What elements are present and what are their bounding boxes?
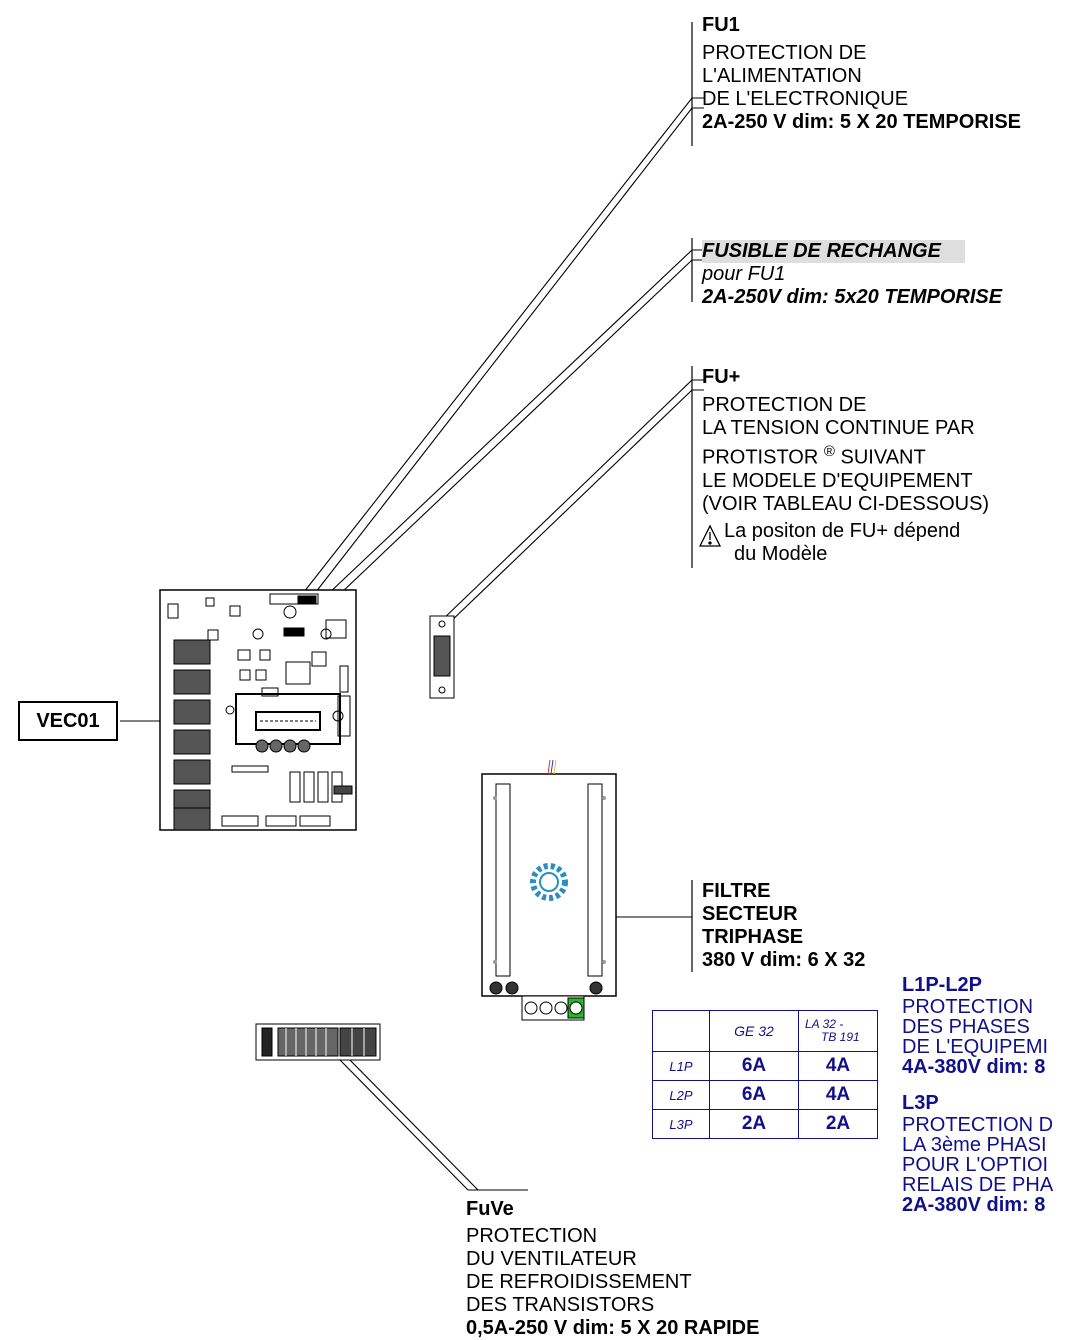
l3-line-2: LA 3ème PHASI [902,1134,1047,1156]
l1l2-title: L1P-L2P [902,974,983,996]
table-row: L1P 6A 4A [652,1051,878,1081]
fuve-line-1: PROTECTION [466,1225,598,1247]
fuplus-title: FU+ [702,366,741,388]
l3-title: L3P [902,1092,939,1114]
table-cell-la32: 2A [798,1109,878,1139]
fu1-line-3: DE L'ELECTRONIQUE [702,88,909,110]
table-row: L2P 6A 4A [652,1080,878,1110]
vec01-board [159,589,357,831]
table-header-la32: LA 32 - TB 191 [798,1010,878,1052]
l1l2-line-3: DE L'EQUIPEMI [902,1036,1049,1058]
spare-fuse-title: FUSIBLE DE RECHANGE [702,240,965,263]
l1l2-line-2: DES PHASES [902,1016,1030,1038]
table-cell-ge32: 6A [709,1080,799,1110]
l3-line-4: RELAIS DE PHA [902,1174,1054,1196]
fuve-callout: FuVe PROTECTION DU VENTILATEUR DE REFROI… [466,1198,759,1340]
fuve-line-3: DE REFROIDISSEMENT [466,1271,692,1293]
filter-line-2: SECTEUR [702,903,798,925]
table-row-label: L1P [652,1051,710,1081]
table-cell-ge32: 6A [709,1051,799,1081]
fu1-title: FU1 [702,14,740,36]
l3-callout: L3P PROTECTION D LA 3ème PHASI POUR L'OP… [902,1092,1065,1212]
fuplus-line-1: PROTECTION DE [702,394,867,416]
fuplus-suivant: SUIVANT [840,446,926,469]
fu1-line-1: PROTECTION DE [702,42,867,64]
fuplus-line-3: PROTISTOR ® SUIVANT [702,440,989,470]
table-row-label: L3P [652,1109,710,1139]
fuplus-holder [429,615,455,699]
table-header-empty [652,1010,710,1052]
spare-fuse-line: pour FU1 [702,263,786,285]
filter-line-1: FILTRE [702,880,771,902]
fuve-title: FuVe [466,1198,514,1220]
table-cell-ge32: 2A [709,1109,799,1139]
fu1-spec: 2A-250 V dim: 5 X 20 TEMPORISE [702,111,1021,133]
warning-triangle-icon [698,524,722,547]
registered-mark: ® [823,443,835,460]
fuve-spec: 0,5A-250 V dim: 5 X 20 RAPIDE [466,1317,760,1339]
l3-line-3: POUR L'OPTIOI [902,1154,1049,1176]
filter-line-3: TRIPHASE [702,926,804,948]
table-header-la32-line1: LA 32 - [805,1017,844,1031]
table-header-ge32: GE 32 [709,1010,799,1052]
vec01-label: VEC01 [18,701,118,741]
terminal-block [255,1023,381,1061]
table-row-label: L2P [652,1080,710,1110]
fuplus-line-4: LE MODELE D'EQUIPEMENT [702,469,973,492]
fuse-rating-table: GE 32 LA 32 - TB 191 L1P 6A 4A L2P 6A 4A… [652,1010,878,1139]
fuplus-line-2: LA TENSION CONTINUE PAR [702,417,975,439]
table-row: L3P 2A 2A [652,1109,878,1139]
fuplus-note-2: du Modèle [734,542,828,565]
filter-callout: FILTRE SECTEUR TRIPHASE 380 V dim: 6 X 3… [702,880,865,972]
table-header-row: GE 32 LA 32 - TB 191 [652,1010,878,1052]
filter-spec: 380 V dim: 6 X 32 [702,949,866,971]
l1l2-spec: 4A-380V dim: 8 [902,1056,1046,1074]
l1l2-callout: L1P-L2P PROTECTION DES PHASES DE L'EQUIP… [902,974,1065,1074]
leader-lines [120,97,704,1191]
fuplus-line-5: (VOIR TABLEAU CI-DESSOUS) [702,492,990,515]
table-cell-la32: 4A [798,1051,878,1081]
fuplus-note-1: La positon de FU+ dépend [724,519,961,542]
l3-spec: 2A-380V dim: 8 [902,1194,1046,1212]
fu1-line-2: L'ALIMENTATION [702,65,862,87]
fuve-line-4: DES TRANSISTORS [466,1294,655,1316]
fu1-callout: FU1 PROTECTION DE L'ALIMENTATION DE L'EL… [702,14,1021,134]
spare-fuse-spec: 2A-250V dim: 5x20 TEMPORISE [702,286,1003,308]
l3-line-1: PROTECTION D [902,1114,1054,1136]
table-header-la32-line2: TB 191 [821,1030,860,1044]
spare-fuse-callout: FUSIBLE DE RECHANGE pour FU1 2A-250V dim… [702,240,1002,309]
three-phase-filter [481,759,617,1021]
table-cell-la32: 4A [798,1080,878,1110]
fuplus-callout: FU+ PROTECTION DE LA TENSION CONTINUE PA… [702,366,989,566]
fuve-line-2: DU VENTILATEUR [466,1248,637,1270]
l1l2-line-1: PROTECTION [902,996,1034,1018]
fuplus-protistor: PROTISTOR [702,446,819,469]
